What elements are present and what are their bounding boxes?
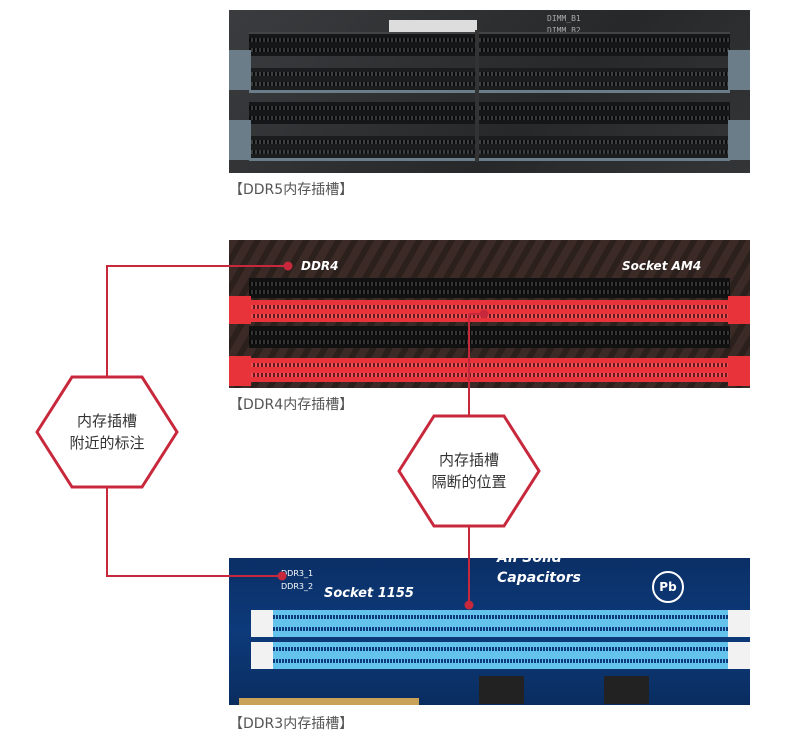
connector-line-top-left <box>106 265 288 376</box>
silk-label-all-solid: All Solid <box>497 558 562 566</box>
ddr3-slot-1 <box>264 610 730 637</box>
silk-label-ddr3-2: DDR3_2 <box>281 582 314 591</box>
pb-free-logo: Pb <box>652 571 684 603</box>
connector-line-bottom-left <box>106 488 282 577</box>
silk-label-socket-1155: Socket 1155 <box>324 586 414 601</box>
marker-dot-ddr3-label <box>277 571 287 581</box>
ddr4-slot-photo: DDR4 Socket AM4 <box>229 240 750 388</box>
ddr4-slot-1 <box>249 278 730 298</box>
ddr5-slot-3 <box>249 102 730 124</box>
ddr5-slot-photo: DIMM_B1 DIMM_B2 <box>229 10 750 173</box>
ddr4-slot-4 <box>249 358 730 382</box>
silk-label-ddr4: DDR4 <box>301 259 339 273</box>
label-sticker <box>389 20 477 34</box>
callout-hexagon-left <box>35 375 179 489</box>
ddr5-caption: 【DDR5内存插槽】 <box>229 182 354 198</box>
ddr3-slot-photo: DDR3_1 DDR3_2 All Solid Capacitors Socke… <box>229 558 750 705</box>
silk-label-socket-am4: Socket AM4 <box>622 259 702 273</box>
callout-hexagon-right <box>397 414 541 528</box>
marker-dot-ddr3-gap <box>464 600 474 610</box>
ddr5-slot-2 <box>249 68 730 93</box>
silk-label-ddr3-1: DDR3_1 <box>281 569 314 578</box>
ddr4-caption: 【DDR4内存插槽】 <box>229 397 354 413</box>
marker-dot-ddr4-label <box>283 261 293 271</box>
ddr3-caption: 【DDR3内存插槽】 <box>229 716 354 732</box>
silk-label-dimm-b2: DIMM_B2 <box>547 26 581 35</box>
silk-label-dimm-b1: DIMM_B1 <box>547 14 581 23</box>
silk-label-capacitors: Capacitors <box>497 570 581 586</box>
callout-label-slot-markings: 内存插槽 附近的标注 <box>69 412 145 452</box>
callout-label-slot-divider: 内存插槽 隔断的位置 <box>431 451 507 491</box>
ddr3-slot-2 <box>264 642 730 669</box>
ddr4-slot-3 <box>249 326 730 348</box>
ddr5-slot-4 <box>249 136 730 161</box>
ddr5-slot-1 <box>249 32 730 56</box>
ddr4-slot-2 <box>249 300 730 322</box>
